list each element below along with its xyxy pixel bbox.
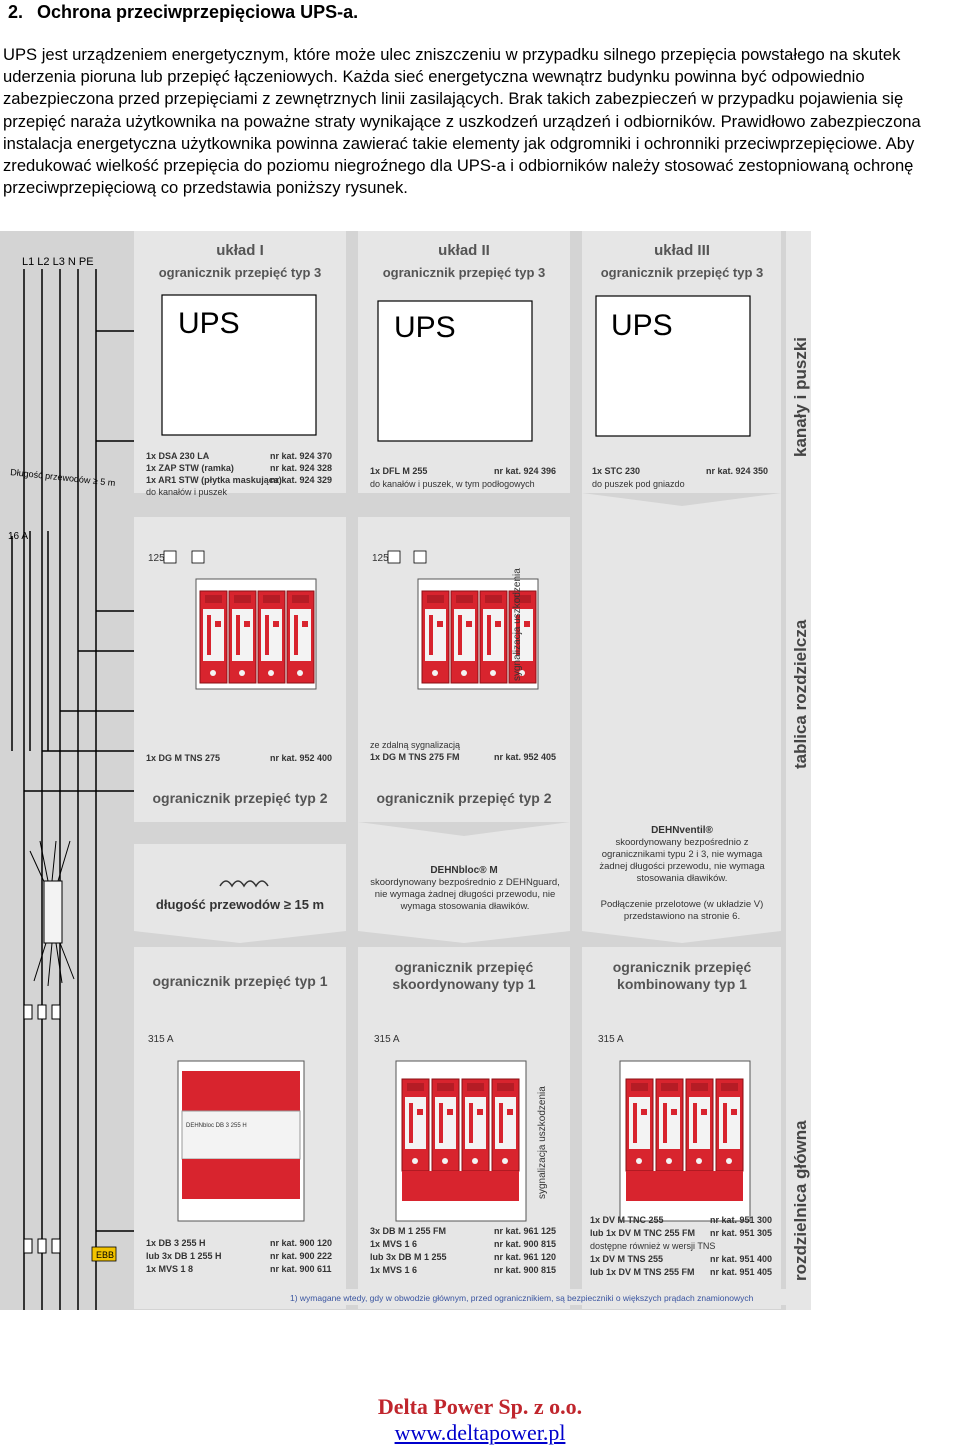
surge-protection-diagram: EBB L1 L2 L3 N PE Długość przewodów ≥ 5 … [0, 231, 811, 1310]
ups-box-2 [377, 300, 533, 442]
col1-t3-p2-name: 1x AR1 STW (płytka maskująca) [146, 475, 282, 485]
col2-signal-label: sygnalizacja uszkodzenia [512, 568, 523, 681]
col1-t1-p1-cat: nr kat. 900 222 [270, 1251, 332, 1261]
col3-t1-p1-name: lub 1x DV M TNC 255 FM [590, 1228, 695, 1238]
type1-device-2 [395, 1060, 527, 1222]
col3-middle-text: skoordynowany bezpośrednio z ogranicznik… [599, 837, 765, 884]
col3-t3-p0-name: 1x STC 230 [592, 466, 640, 476]
column-3-middle-panel [582, 493, 781, 943]
column-3-type1-label: ogranicznik przepięć kombinowany typ 1 [612, 959, 752, 992]
column-1-title: układ I [216, 242, 264, 259]
type1-device-1: DEHNbloc DB 3 255 H [177, 1060, 305, 1222]
col1-t3-p1-name: 1x ZAP STW (ramka) [146, 463, 234, 473]
equipotential-bonding-bar [91, 1246, 117, 1262]
col2-t3-p0-cat: nr kat. 924 396 [494, 466, 556, 476]
col1-fuse-label: 125 A [148, 553, 174, 564]
col1-t1-p2-cat: nr kat. 900 611 [270, 1264, 332, 1274]
col3-t1-p2-name: dostępne również w wersji TNS [590, 1241, 715, 1251]
col2-type1-signal-label: sygnalizacja uszkodzenia [537, 1086, 548, 1199]
col2-t1-p3-name: 1x MVS 1 6 [370, 1265, 417, 1275]
type2-device-1 [195, 578, 317, 690]
type1-device-1-label: DEHNbloc DB 3 255 H [186, 1123, 247, 1129]
column-1-type3-label: ogranicznik przepięć typ 3 [159, 265, 322, 280]
col1-t1-p0-name: 1x DB 3 255 H [146, 1238, 206, 1248]
zone-distribution-label: tablica rozdzielcza [791, 619, 810, 769]
ups-label-1: UPS [178, 307, 240, 340]
col3-t1-p4-name: lub 1x DV M TNS 255 FM [590, 1267, 695, 1277]
lines-label: L1 L2 L3 N PE [22, 256, 94, 268]
col1-t3-note: do kanałów i puszek [146, 487, 228, 497]
col3-t1-p1-cat: nr kat. 951 305 [710, 1228, 772, 1238]
col2-fuse315-label: 315 A [374, 1034, 400, 1045]
inductor-symbol [219, 880, 269, 888]
column-2-type3-label: ogranicznik przepięć typ 3 [383, 265, 546, 280]
intro-paragraph: UPS jest urządzeniem energetycznym, któr… [3, 45, 921, 198]
col2-t1-p0-name: 3x DB M 1 255 FM [370, 1226, 446, 1236]
type1-device-3 [619, 1060, 751, 1222]
column-2-title: układ II [438, 242, 490, 259]
col1-t1-p2-name: 1x MVS 1 8 [146, 1264, 193, 1274]
col1-t2-p0-name: 1x DG M TNS 275 [146, 753, 220, 763]
type2-device-2 [417, 578, 539, 690]
col2-t1-p2-cat: nr kat. 961 120 [494, 1252, 556, 1262]
col2-middle-text: skoordynowany bezpośrednio z DEHNguard, … [370, 877, 560, 912]
col2-t2-p0-name: 1x DG M TNS 275 FM [370, 752, 460, 762]
cable-length-label: Długość przewodów ≥ 5 m [10, 467, 116, 488]
col3-fuse315-label: 315 A [598, 1034, 624, 1045]
col3-t3-p0-cat: nr kat. 924 350 [706, 466, 768, 476]
column-1-type2-label: ogranicznik przepięć typ 2 [152, 790, 327, 806]
fuse-16a-label: 16 A [8, 531, 28, 542]
column-3-type3-label: ogranicznik przepięć typ 3 [601, 265, 764, 280]
column-2-type2-label: ogranicznik przepięć typ 2 [376, 790, 551, 806]
col1-t3-p0-cat: nr kat. 924 370 [270, 451, 332, 461]
col2-t1-p0-cat: nr kat. 961 125 [494, 1226, 556, 1236]
col1-t2-p0-cat: nr kat. 952 400 [270, 753, 332, 763]
ups-box-1 [161, 294, 317, 436]
col3-t1-p4-cat: nr kat. 951 405 [710, 1267, 772, 1277]
col1-t3-p2-cat: nr kat. 924 329 [270, 475, 332, 485]
ups-label-2: UPS [394, 311, 456, 344]
column-1-middle-panel [134, 844, 346, 943]
col1-fuse315-label: 315 A [148, 1034, 174, 1045]
col1-t1-p0-cat: nr kat. 900 120 [270, 1238, 332, 1248]
col2-t2-prefix: ze zdalną sygnalizacją [370, 740, 460, 750]
figure-footnote: 1) wymagane wtedy, gdy w obwodzie główny… [290, 1293, 754, 1303]
col3-middle-title: DEHNventil® [651, 825, 713, 836]
col1-middle-note: długość przewodów ≥ 15 m [156, 897, 324, 912]
col2-t1-p1-cat: nr kat. 900 815 [494, 1239, 556, 1249]
col3-t1-p0-name: 1x DV M TNC 255 [590, 1215, 664, 1225]
col3-t1-p3-name: 1x DV M TNS 255 [590, 1254, 663, 1264]
col2-t1-p3-cat: nr kat. 900 815 [494, 1265, 556, 1275]
col3-t3-note: do puszek pod gniazdo [592, 479, 685, 489]
column-3-title: układ III [654, 242, 710, 259]
ups-box-3 [595, 295, 751, 437]
col1-t1-p1-name: lub 3x DB 1 255 H [146, 1251, 222, 1261]
section-heading: 2. Ochrona przeciwprzepięciowa UPS-a. [8, 2, 358, 23]
ups-label-3: UPS [611, 309, 673, 342]
col2-t3-note: do kanałów i puszek, w tym podłogowych [370, 479, 535, 489]
zone-main-label: rozdzielnica główna [791, 1120, 810, 1281]
column-2-middle-panel [358, 822, 570, 943]
section-title: Ochrona przeciwprzepięciowa UPS-a. [37, 2, 359, 22]
footer-company: Delta Power Sp. z o.o. [377, 1394, 583, 1419]
col1-t3-p1-cat: nr kat. 924 328 [270, 463, 332, 473]
col2-t1-p2-name: lub 3x DB M 1 255 [370, 1252, 447, 1262]
col2-t2-p0-cat: nr kat. 952 405 [494, 752, 556, 762]
section-number: 2. [8, 2, 24, 22]
col3-t1-p3-cat: nr kat. 951 400 [710, 1254, 772, 1264]
col2-middle-title: DEHNbloc® M [430, 865, 497, 876]
column-1-type1-label: ogranicznik przepięć typ 1 [152, 973, 328, 989]
footer-url[interactable]: www.deltapower.pl [394, 1420, 566, 1445]
col2-fuse-label: 125 A [372, 553, 398, 564]
ebb-label: EBB [96, 1250, 114, 1260]
col2-t3-p0-name: 1x DFL M 255 [370, 466, 427, 476]
col2-t1-p1-name: 1x MVS 1 6 [370, 1239, 417, 1249]
col1-t3-p0-name: 1x DSA 230 LA [146, 451, 210, 461]
col3-t1-p0-cat: nr kat. 951 300 [710, 1215, 772, 1225]
column-2-type1-label: ogranicznik przepięć skoordynowany typ 1 [392, 959, 536, 992]
zone-outlets-label: kanały i puszki [791, 337, 810, 457]
col3-middle-text2: Podłączenie przelotowe (w układzie V) pr… [600, 899, 764, 922]
